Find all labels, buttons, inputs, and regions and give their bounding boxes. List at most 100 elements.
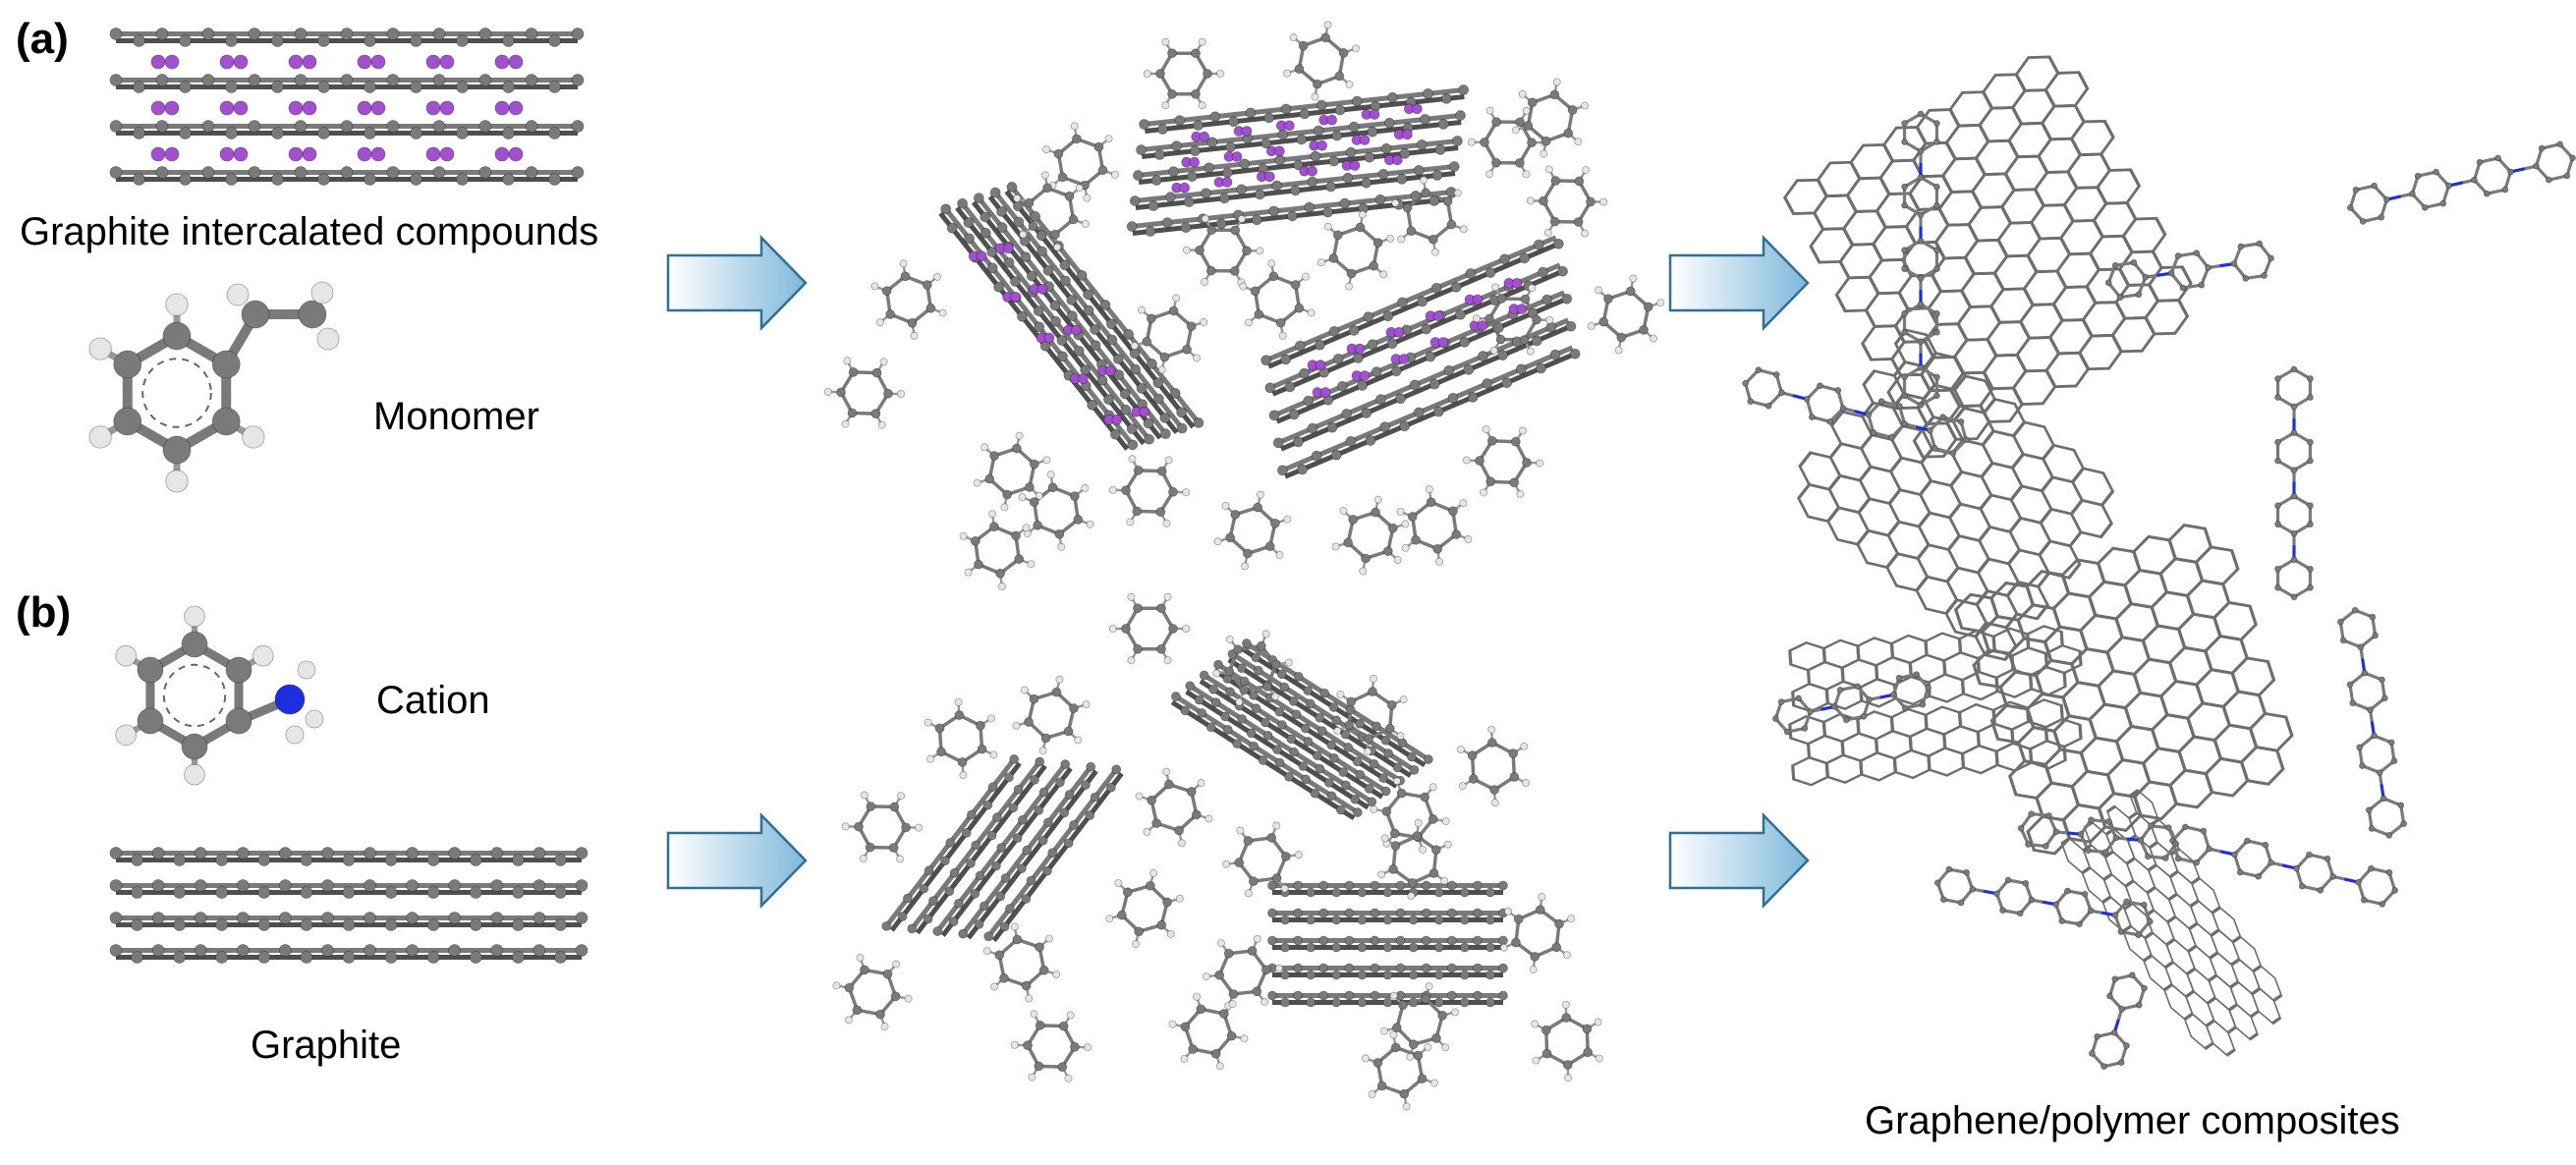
carbon-atom <box>1291 709 1302 720</box>
carbon-atom <box>426 951 440 964</box>
hydrogen-atom <box>165 470 189 493</box>
graphene-sheet-front <box>1131 190 1452 230</box>
bond <box>2292 459 2313 472</box>
carbon-atom <box>2371 182 2378 190</box>
carbon-atom <box>2262 841 2269 849</box>
carbon-atom <box>1059 807 1070 818</box>
graphene-sheet-back <box>966 769 1098 940</box>
bond <box>1902 394 1923 407</box>
carbon-atom <box>469 951 482 964</box>
carbon-atom <box>2385 832 2393 839</box>
hydrogen-atom <box>1182 625 1191 634</box>
carbon-atom <box>575 879 588 892</box>
bond <box>2353 608 2375 619</box>
carbon-atom <box>1210 697 1221 708</box>
hexagon <box>1824 753 1864 784</box>
carbon-atom <box>364 879 376 892</box>
intercalant-atom <box>1437 337 1449 348</box>
carbon-atom <box>2476 158 2484 166</box>
carbon-atom <box>1877 398 1885 406</box>
carbon-atom <box>511 951 525 964</box>
carbon-atom <box>364 34 376 47</box>
carbon-atom <box>1294 340 1306 352</box>
carbon-atom <box>1280 942 1290 953</box>
carbon-atom <box>1428 814 1438 824</box>
bond <box>2441 184 2451 205</box>
carbon-atom <box>1029 693 1039 704</box>
hydrogen-atom <box>1339 507 1348 516</box>
hexagon <box>2028 739 2067 770</box>
hydrogen-atom <box>892 960 901 969</box>
intercalant-atom <box>508 146 524 162</box>
carbon-atom <box>2367 706 2374 714</box>
intercalant-atom <box>288 146 304 162</box>
carbon-atom <box>1331 130 1343 141</box>
carbon-atom <box>1416 139 1428 150</box>
carbon-atom <box>225 127 238 139</box>
carbon-atom <box>1522 458 1532 468</box>
hydrogen-atom <box>1528 284 1537 293</box>
carbon-atom <box>1051 687 1062 697</box>
graphene-sheet-front <box>1141 113 1461 153</box>
intercalant-atom <box>1307 165 1318 177</box>
carbon-atom <box>1409 764 1420 775</box>
carbon-atom <box>113 407 142 436</box>
carbon-atom <box>1423 88 1433 99</box>
carbon-atom <box>948 916 959 927</box>
carbon-atom <box>456 34 469 47</box>
carbon-atom <box>1514 157 1525 168</box>
carbon-atom <box>1443 364 1455 376</box>
carbon-atom <box>2174 855 2182 862</box>
carbon-atom <box>976 720 985 731</box>
carbon-atom <box>2141 984 2148 992</box>
carbon-atom <box>1433 970 1444 980</box>
carbon-atom <box>1397 738 1408 749</box>
carbon-atom <box>1331 915 1342 925</box>
carbon-atom <box>1268 205 1279 217</box>
carbon-atom <box>1370 935 1380 946</box>
intercalant-atom <box>1349 160 1361 171</box>
carbon-atom <box>1251 652 1261 663</box>
carbon-atom <box>1174 115 1186 127</box>
panel-label-a: (a) <box>16 15 69 63</box>
hydrogen-atom <box>297 660 316 680</box>
carbon-atom <box>278 847 292 860</box>
hydrogen-atom <box>986 714 995 723</box>
carbon-atom <box>1303 395 1315 407</box>
hydrogen-atom <box>1581 101 1590 110</box>
carbon-atom <box>155 74 169 86</box>
intercalant-atom <box>1263 171 1275 183</box>
hexagon <box>1892 749 1932 780</box>
carbon-atom <box>1164 192 1176 203</box>
arrow-a2 <box>1668 234 1810 332</box>
intercalant-atom <box>1221 177 1233 188</box>
carbon-atom <box>1336 804 1346 815</box>
carbon-atom <box>2004 876 2012 884</box>
carbon-atom <box>2346 681 2354 689</box>
graphene-sheet-front <box>1216 662 1402 783</box>
carbon-atom <box>1565 320 1577 332</box>
carbon-atom <box>2494 154 2502 162</box>
hexagon <box>2028 665 2067 696</box>
carbon-atom <box>1417 296 1428 307</box>
carbon-atom <box>1412 831 1423 842</box>
carbon-atom <box>1395 393 1406 405</box>
carbon-atom <box>248 120 261 133</box>
carbon-atom <box>548 81 561 93</box>
panel-label-b: (b) <box>16 588 72 637</box>
hydrogen-atom <box>1358 210 1367 219</box>
carbon-atom <box>1933 879 1941 887</box>
hydrogen-atom <box>1193 992 1202 1001</box>
hydrogen-atom <box>1379 270 1388 279</box>
hydrogen-atom <box>1368 1090 1376 1099</box>
intercalant-atom <box>370 100 386 116</box>
carbon-atom <box>1251 703 1261 714</box>
hydrogen-atom <box>856 953 865 962</box>
carbon-atom <box>1254 665 1263 676</box>
hydrogen-atom <box>115 644 137 667</box>
carbon-atom <box>2063 887 2071 895</box>
graphene-sheet-back <box>915 764 1047 935</box>
carbon-atom <box>1260 138 1272 149</box>
carbon-atom <box>1901 373 1908 381</box>
carbon-atom <box>1772 371 1780 378</box>
